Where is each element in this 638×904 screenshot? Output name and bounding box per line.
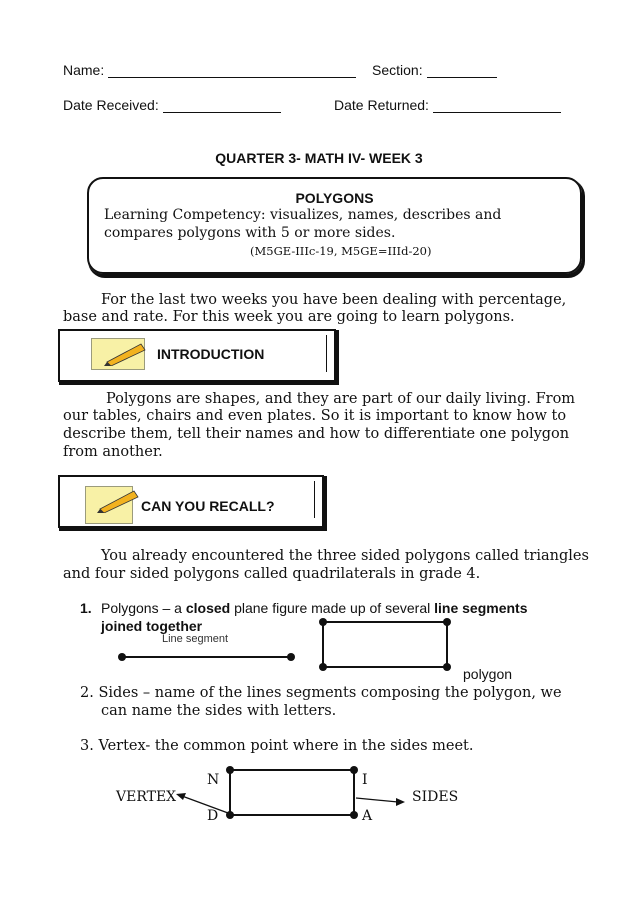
introduction-line-3: describe them, tell their names and how … [63,426,570,442]
note-icon [91,338,145,370]
date-returned-row: Date Returned: [334,97,561,113]
competency-code: (M5GE-IIIc-19, M5GE=IIId-20) [250,244,432,258]
recall-label: CAN YOU RECALL? [141,498,275,514]
date-returned-label: Date Returned: [334,97,429,113]
introduction-label: INTRODUCTION [157,346,265,362]
recall-line-1: You already encountered the three sided … [101,548,589,564]
date-received-label: Date Received: [63,97,159,113]
vertex-callout: VERTEX [116,789,177,805]
intro-line-2: base and rate. For this week you are goi… [63,309,515,325]
introduction-line-1: Polygons are shapes, and they are part o… [106,391,576,407]
introduction-line-2: our tables, chairs and even plates. So i… [63,408,567,424]
list-number: 1. [80,600,92,616]
list-item-1-cont: joined together [101,618,203,634]
competency-title: POLYGONS [295,190,374,206]
date-received-field[interactable] [162,98,281,113]
name-field[interactable] [108,63,357,78]
competency-box [87,177,582,274]
vertex-arrow [181,795,229,814]
list-item-1-text: Polygons – a closed plane figure made up… [101,600,528,616]
section-field[interactable] [426,63,497,78]
section-row: Section: [372,62,497,78]
recall-line-2: and four sided polygons called quadrilat… [63,566,481,582]
date-returned-field[interactable] [432,98,561,113]
segment-endpoint [287,653,295,661]
intro-line-1: For the last two weeks you have been dea… [101,292,567,308]
doc-title: QUARTER 3- MATH IV- WEEK 3 [215,150,423,166]
pencil-icon [104,343,146,366]
list-item-2-line-1: 2. Sides – name of the lines segments co… [80,685,562,701]
name-label: Name: [63,62,105,78]
vertex-label-i: I [362,772,368,788]
vertex-label-a: A [362,808,373,824]
list-item-2-line-2: can name the sides with letters. [101,703,337,719]
vertex-rect [229,769,355,816]
date-received-row: Date Received: [63,97,281,113]
name-row: Name: [63,62,357,78]
list-item-1: 1. [80,600,92,616]
competency-line-1: Learning Competency: visualizes, names, … [104,207,502,223]
polygon-rect [322,621,448,668]
list-item-3: 3. Vertex- the common point where in the… [80,738,474,754]
vertex-label-d: D [207,808,219,824]
pencil-icon [97,490,139,513]
vertex-label-n: N [207,772,220,788]
sides-callout: SIDES [412,789,459,805]
segment-endpoint [118,653,126,661]
sides-arrow [355,797,399,803]
segment-caption: Line segment [162,633,229,645]
section-label: Section: [372,62,423,78]
introduction-line-4: from another. [63,444,163,460]
competency-line-2: compares polygons with 5 or more sides. [104,225,396,241]
polygon-caption: polygon [463,666,513,682]
